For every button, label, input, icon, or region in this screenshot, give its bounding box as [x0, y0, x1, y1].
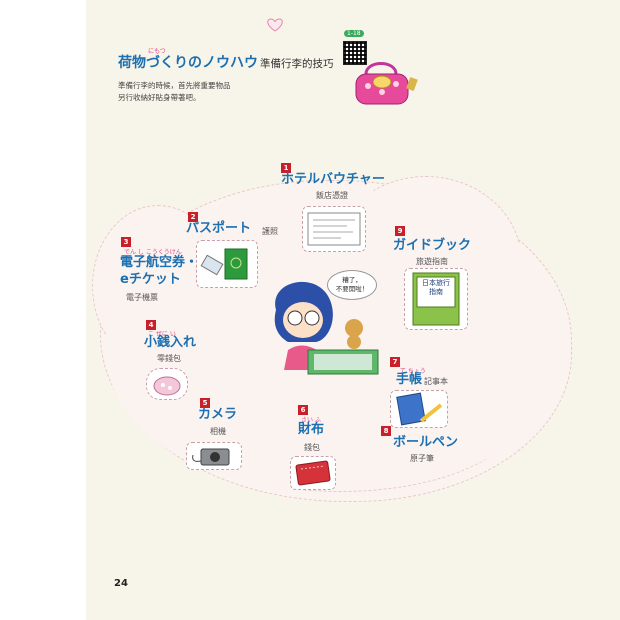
item-sub-ballpoint-pen: 原子筆 — [410, 454, 434, 463]
page-title: 荷物づくりのノウハウ準備行李的技巧 — [118, 52, 334, 72]
item-label-notebook: 手帳 — [396, 372, 423, 387]
item-ruby-notebook: て ちょう — [400, 368, 426, 375]
intro-text: 準備行李的時候，首先將重要物品 另行收納好貼身帶著吧。 — [118, 81, 231, 102]
item-sub-notebook: 記事本 — [424, 377, 448, 386]
item-label-ballpoint-pen: ボールペン — [393, 435, 459, 450]
item-label-guidebook: ガイドブック — [393, 238, 472, 253]
passport-icon — [200, 248, 248, 280]
item-label-passport: パスポート — [186, 221, 252, 236]
item-sub-e-ticket: 電子機票 — [126, 293, 158, 302]
item-sub-guidebook: 旅遊指南 — [416, 257, 448, 266]
item-number-2: 2 — [188, 212, 198, 222]
item-number-4: 4 — [146, 320, 156, 330]
qr-code-icon[interactable] — [343, 41, 367, 65]
item-label-hotel-voucher: ホテルバウチャー — [281, 172, 385, 187]
item-sub-passport: 護照 — [262, 227, 278, 236]
item-number-6: 6 — [298, 405, 308, 415]
character-illustration — [274, 281, 379, 375]
coin-purse-sticker — [146, 368, 188, 400]
camera-sticker — [186, 442, 242, 470]
item-sub-coin-purse: 零錢包 — [157, 354, 181, 363]
item-label-wallet: 財布 — [298, 422, 325, 437]
item-ruby-wallet: さい ふ — [301, 417, 321, 424]
audio-track-badge: 1-18 — [344, 30, 364, 37]
item-number-8: 8 — [381, 426, 391, 436]
item-label-camera: カメラ — [198, 407, 238, 422]
item-number-1: 1 — [281, 163, 291, 173]
heart-icon — [267, 18, 283, 32]
passport-sticker — [196, 240, 258, 288]
speech-bubble: 糟了， 不要開啦！ — [327, 270, 377, 300]
guidebook-icon — [412, 272, 460, 326]
guidebook-cover-text: 日本旅行 指南 — [422, 279, 450, 296]
item-sub-camera: 相機 — [210, 427, 226, 436]
page-title-ja: 荷物づくりのノウハウ — [118, 55, 258, 71]
notebook-pen-icon — [396, 392, 443, 426]
page-number: 24 — [114, 578, 128, 589]
item-number-9: 9 — [395, 226, 405, 236]
title-ruby: にもつ — [148, 48, 166, 55]
page-title-zh: 準備行李的技巧 — [260, 58, 334, 70]
item-label-coin-purse: 小銭入れ — [144, 335, 197, 350]
hotel-voucher-sticker — [302, 206, 366, 252]
guidebook-sticker: 日本旅行 指南 — [404, 268, 468, 330]
item-ruby-coin-purse: こ ぜに い — [148, 331, 176, 338]
item-label-e-ticket: 電子航空券・ eチケット — [120, 255, 199, 287]
voucher-icon — [307, 212, 361, 246]
camera-icon — [192, 448, 230, 466]
handbag-icon — [355, 62, 418, 105]
wallet-icon — [295, 460, 331, 486]
item-sub-wallet: 錢包 — [304, 443, 320, 452]
item-number-3: 3 — [121, 237, 131, 247]
item-ruby-e-ticket: でん し こうくうけん — [124, 249, 182, 256]
coin-purse-icon — [153, 376, 181, 396]
item-number-7: 7 — [390, 357, 400, 367]
item-number-5: 5 — [200, 398, 210, 408]
item-sub-hotel-voucher: 飯店憑證 — [316, 191, 348, 200]
notebook-sticker — [390, 390, 448, 428]
wallet-sticker — [290, 456, 336, 490]
